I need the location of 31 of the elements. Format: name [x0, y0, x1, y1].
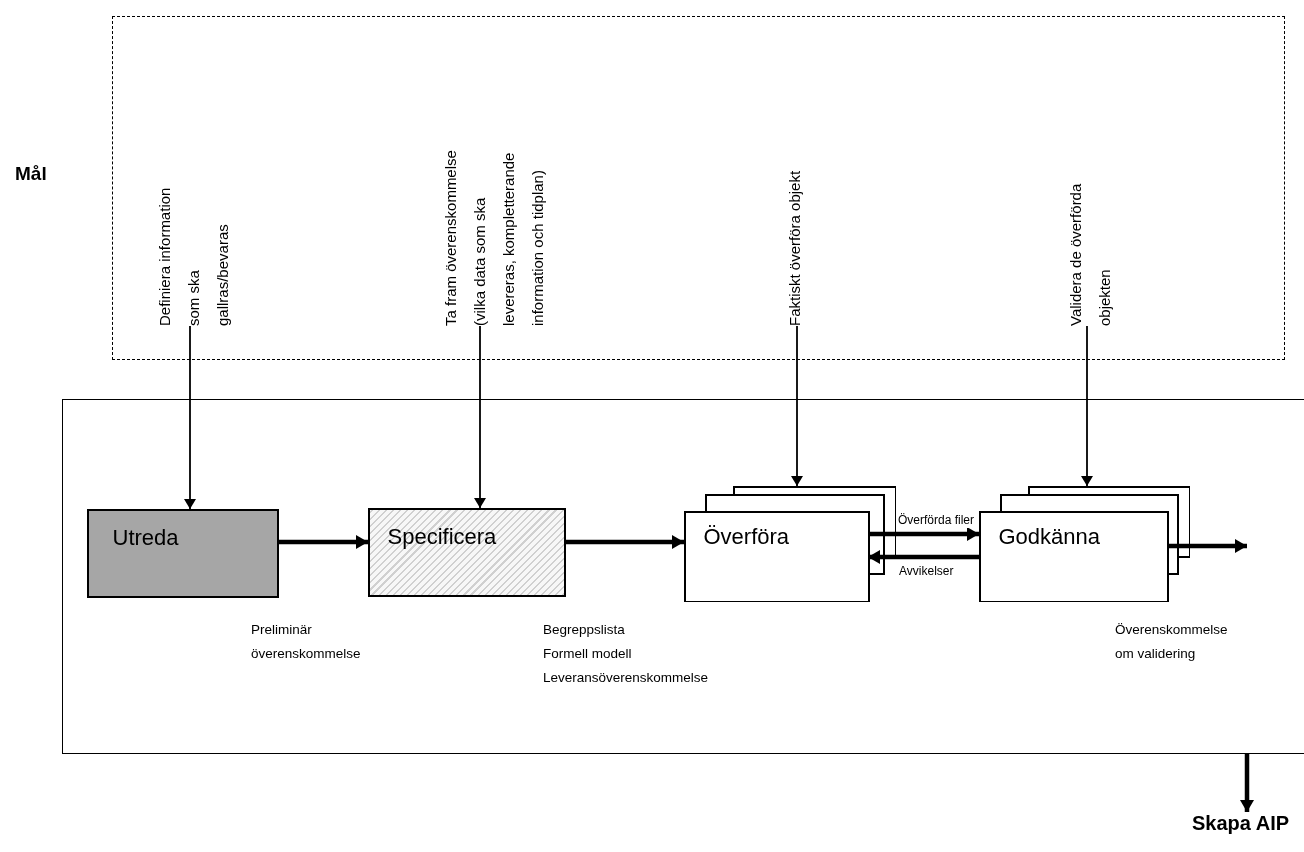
arrow	[868, 527, 979, 541]
process-frame	[62, 399, 1304, 754]
process-box	[86, 508, 279, 598]
arrow	[1167, 539, 1247, 553]
arrow	[791, 325, 803, 487]
arrow	[279, 535, 368, 549]
arrow	[474, 325, 486, 509]
process-box	[367, 507, 566, 597]
output-note: Överenskommelse om validering	[1115, 621, 1229, 663]
arrow	[566, 535, 684, 549]
output-note: Formell modell	[543, 645, 633, 663]
goal-text: Definiera information som ska gallras/bevaras	[154, 186, 232, 326]
goal-text: Ta fram överenskommelse (vilka data som ska levereras, kompletterande information och tidplan)	[440, 148, 547, 326]
section-heading: Mål	[15, 163, 47, 185]
process-name: Godkänna	[998, 523, 1101, 550]
arrow	[868, 550, 979, 564]
process-name: Specificera	[387, 523, 497, 550]
arrow	[1240, 754, 1254, 812]
output-note: Begreppslista	[543, 621, 626, 639]
stacked-process-box	[683, 485, 896, 602]
goal-text: Faktiskt överföra objekt	[784, 169, 804, 326]
goal-text: Validera de överförda objekten	[1065, 182, 1114, 326]
process-name: Överföra	[703, 523, 790, 550]
output-note: Preliminär överenskommelse	[251, 621, 362, 663]
arrow	[184, 325, 196, 510]
output-note: Leveransöverenskommelse	[543, 669, 710, 687]
process-name: Utreda	[112, 524, 179, 551]
arrow	[1081, 325, 1093, 487]
stacked-process-box	[978, 485, 1190, 602]
edge-label: Överförda filer	[898, 512, 975, 528]
output-text: Skapa AIP	[1192, 812, 1290, 835]
